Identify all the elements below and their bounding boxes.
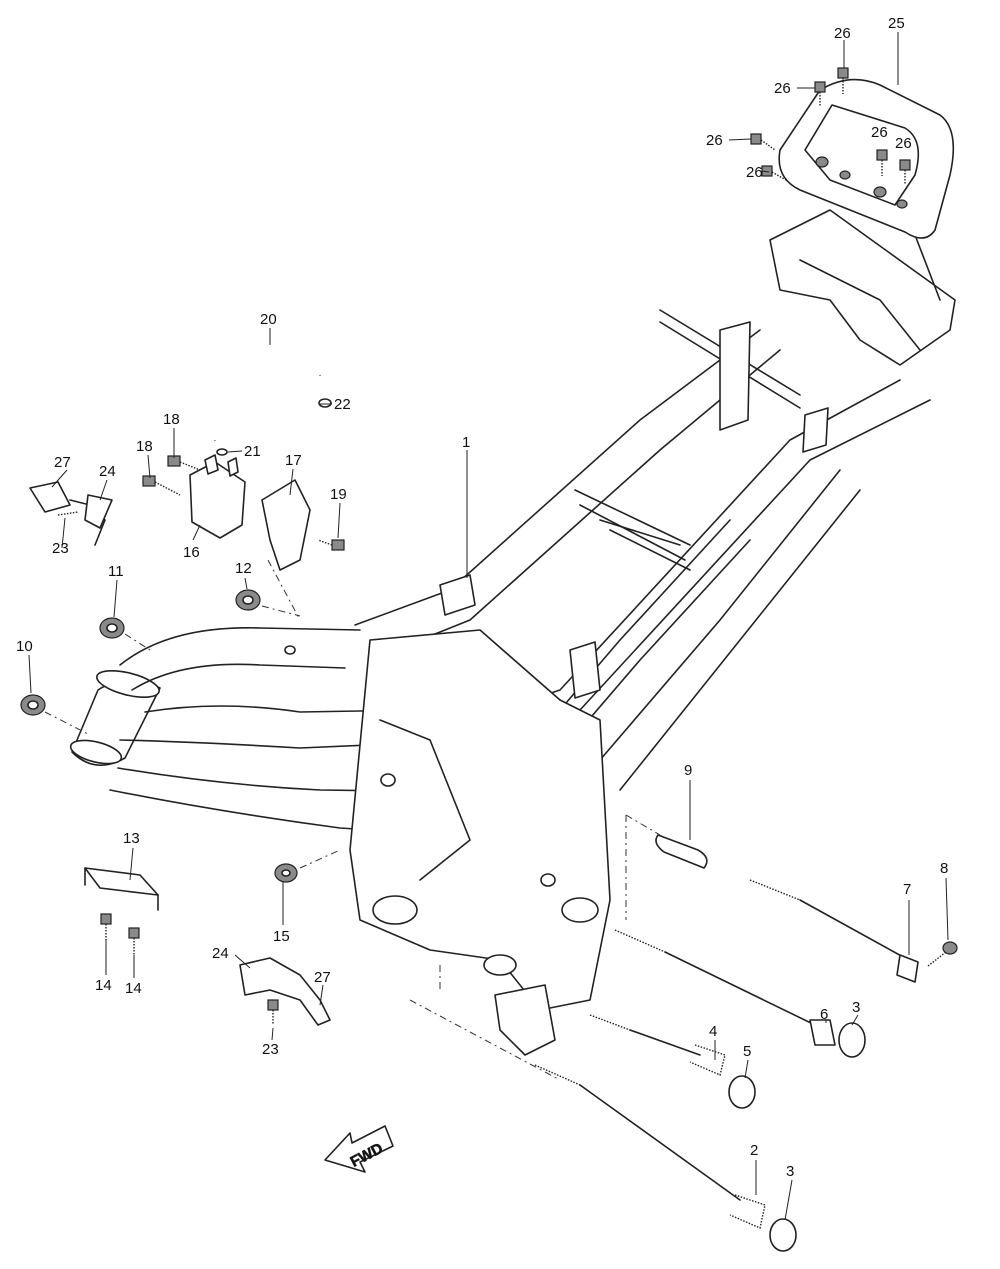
callout-labels: 1 2 3 3 4 5 6 7 8 9 10 11 12 13 14 14 15… [16, 15, 948, 1180]
callout-18a: 18 [163, 411, 180, 428]
grab-rail [778, 78, 955, 239]
callout-19: 19 [330, 486, 347, 503]
valve-assembly [142, 454, 345, 571]
grab-rail-bolts [750, 67, 911, 184]
callout-9: 9 [684, 762, 692, 779]
callout-26d: 26 [871, 124, 888, 141]
nuts [20, 589, 298, 883]
callout-16: 16 [183, 544, 200, 561]
callout-27b: 27 [314, 969, 331, 986]
engine-mount-hardware [534, 834, 958, 1252]
callout-26c: 26 [706, 132, 723, 149]
callout-23b: 23 [262, 1041, 279, 1058]
bracket-13 [84, 867, 159, 955]
callout-14b: 14 [125, 980, 142, 997]
callout-26e: 26 [895, 135, 912, 152]
main-frame [69, 209, 956, 1056]
callout-26a: 26 [834, 25, 851, 42]
callout-22: 22 [334, 396, 351, 413]
reference-lines [44, 559, 661, 1081]
callout-5: 5 [743, 1043, 751, 1060]
callout-4: 4 [709, 1023, 717, 1040]
callout-21: 21 [244, 443, 261, 460]
callout-7: 7 [903, 881, 911, 898]
callout-23a: 23 [52, 540, 69, 557]
callout-12: 12 [235, 560, 252, 577]
callout-24b: 24 [212, 945, 229, 962]
forward-arrow-icon: FWD [324, 1125, 394, 1173]
callout-26f: 26 [746, 164, 763, 181]
callout-13: 13 [123, 830, 140, 847]
breather-hose [212, 341, 332, 456]
bracket-lower [239, 957, 331, 1026]
callout-3a: 3 [852, 999, 860, 1016]
callout-8: 8 [940, 860, 948, 877]
callout-26b: 26 [774, 80, 791, 97]
callout-27a: 27 [54, 454, 71, 471]
callout-25: 25 [888, 15, 905, 32]
callout-17: 17 [285, 452, 302, 469]
callout-15: 15 [273, 928, 290, 945]
callout-3b: 3 [786, 1163, 794, 1180]
callout-10: 10 [16, 638, 33, 655]
callout-6: 6 [820, 1006, 828, 1023]
callout-2: 2 [750, 1142, 758, 1159]
callout-1: 1 [462, 434, 470, 451]
callout-18b: 18 [136, 438, 153, 455]
callout-11: 11 [108, 563, 124, 580]
callout-24a: 24 [99, 463, 116, 480]
bracket-upper [29, 481, 113, 546]
leader-lines [28, 32, 949, 1221]
callout-14a: 14 [95, 977, 112, 994]
callout-20: 20 [260, 311, 277, 328]
